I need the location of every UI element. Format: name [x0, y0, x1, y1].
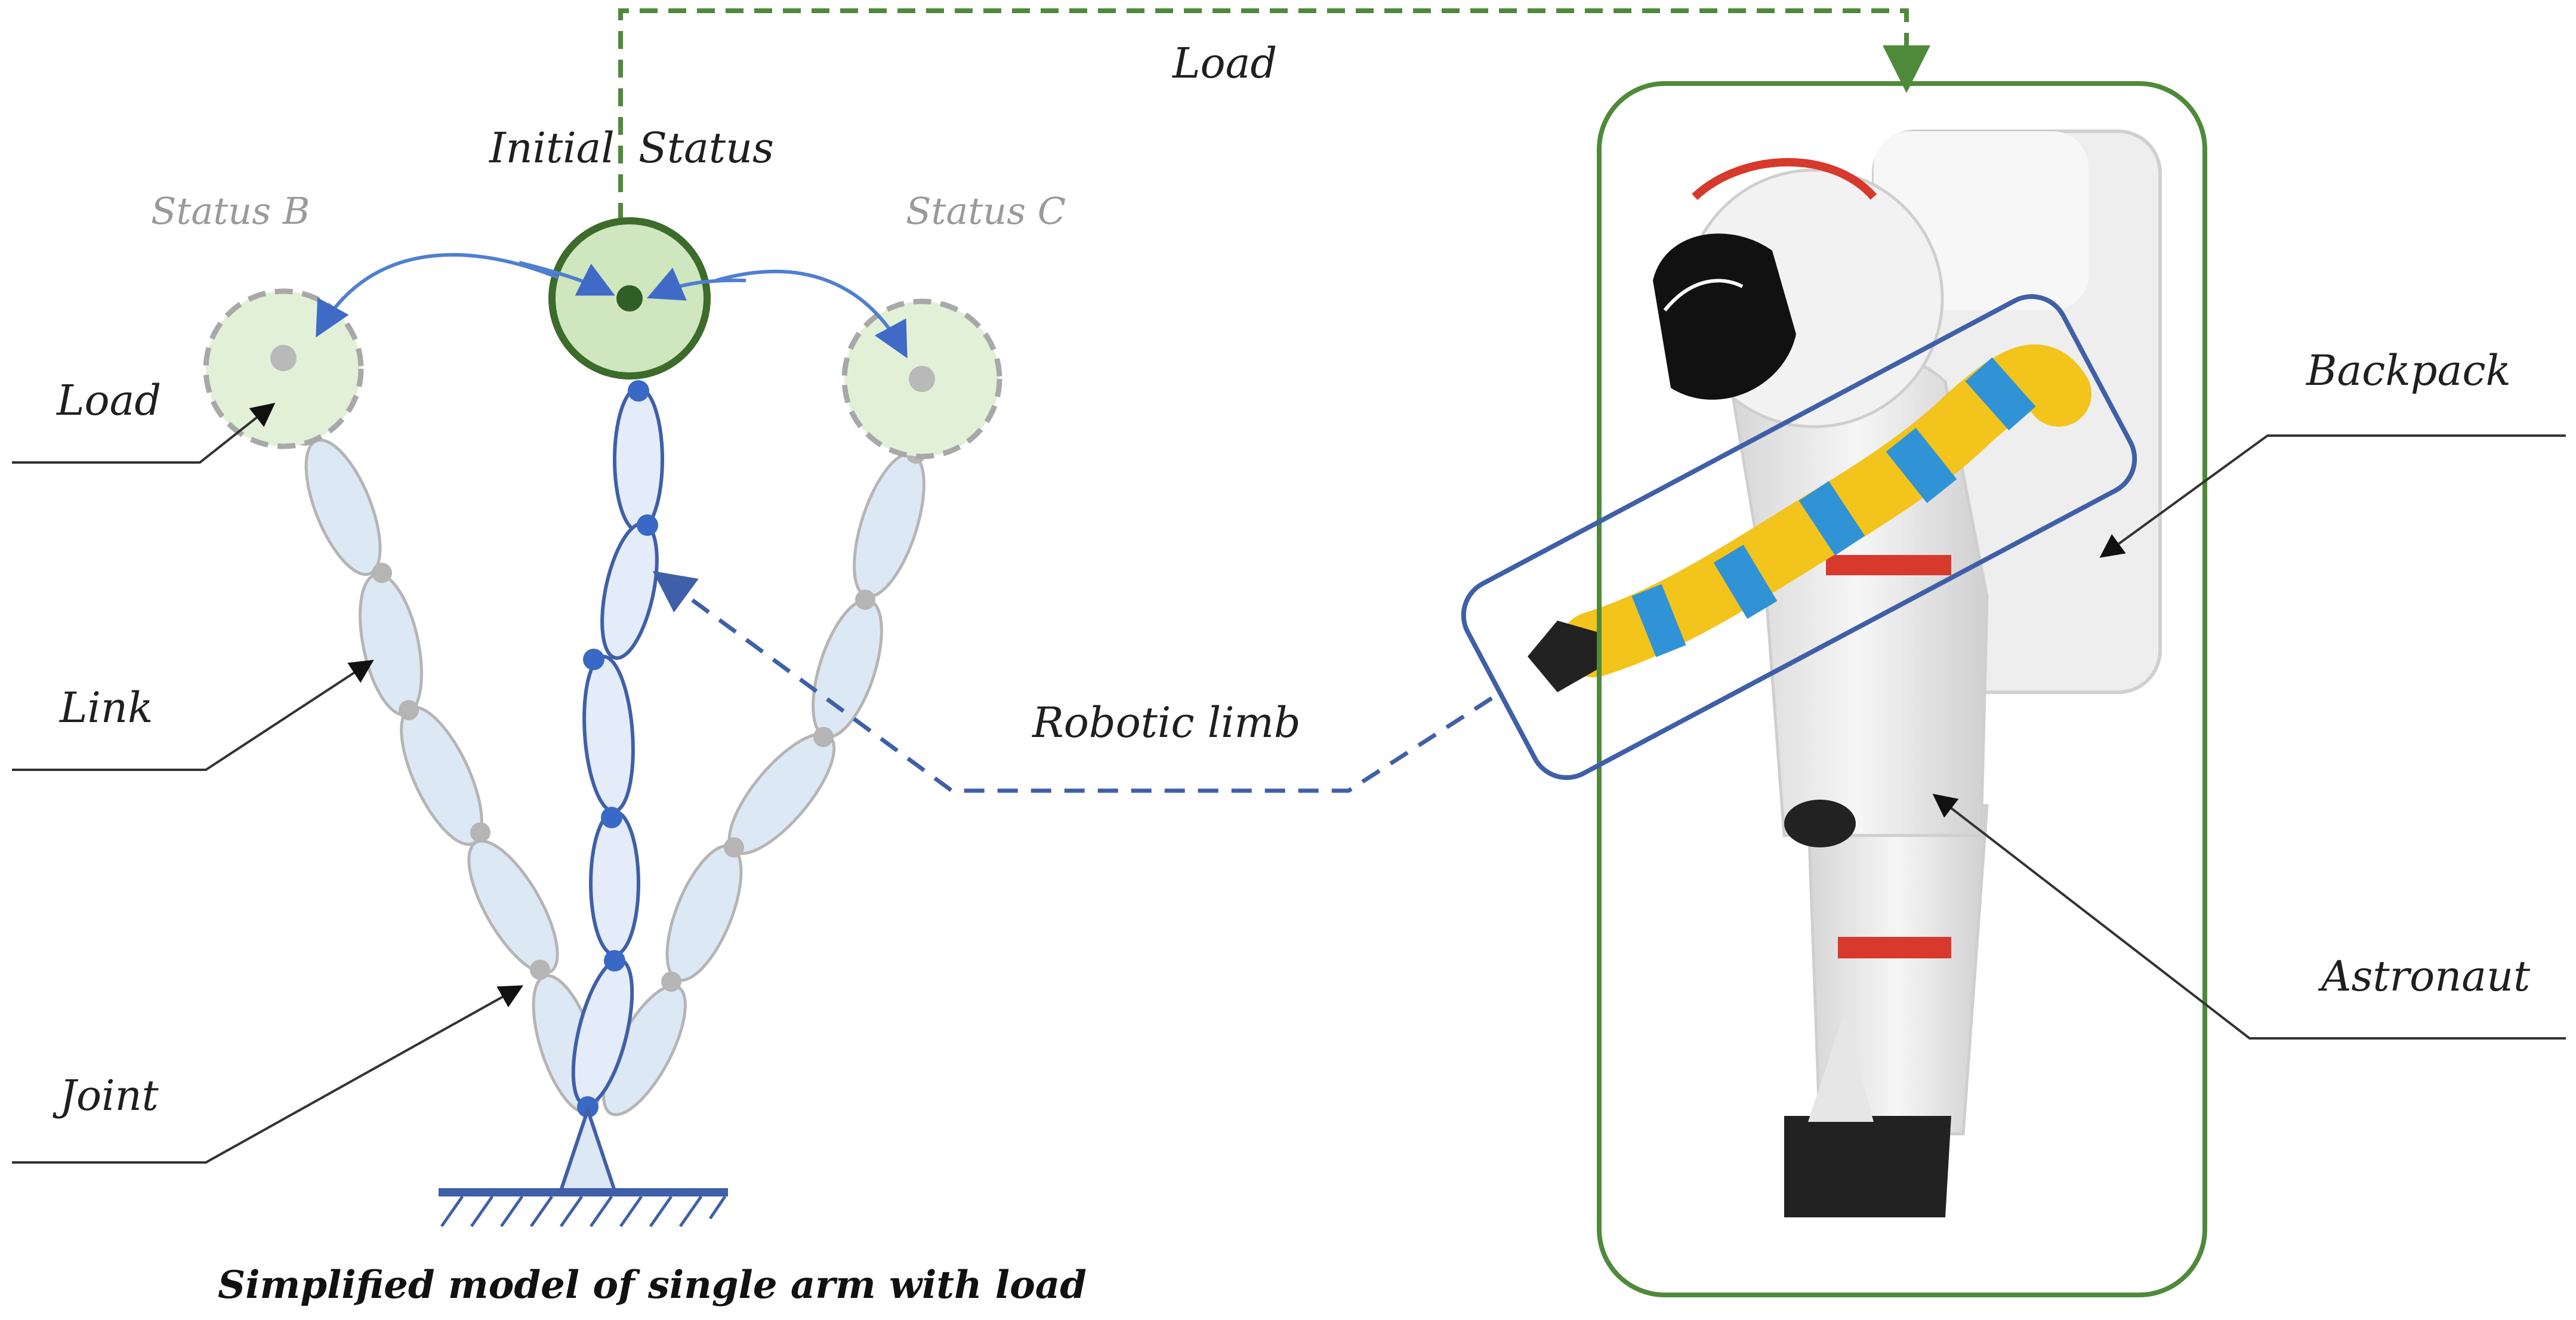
link-i-1 — [613, 386, 664, 533]
robotic-limb-frame — [1461, 294, 2137, 781]
joint-label: Joint — [53, 1071, 159, 1120]
backpack-leader — [2099, 434, 2566, 558]
link-c-1 — [853, 452, 925, 599]
robotic-limb-arm — [1528, 344, 2091, 692]
link-i-3 — [582, 655, 635, 813]
motion-arrows — [316, 253, 908, 359]
load-left-label: Load — [55, 376, 161, 425]
link-label: Link — [58, 683, 153, 732]
link-i-2 — [600, 522, 659, 660]
fixed-base — [439, 1104, 728, 1228]
astronaut-frame — [1597, 81, 2207, 1297]
link-b-1 — [304, 438, 382, 576]
astronaut-label: Astronaut — [2318, 952, 2531, 1001]
robotic-limb-connector — [652, 570, 1493, 793]
status-label: Status — [638, 124, 774, 172]
load-initial — [548, 217, 711, 380]
robotic-limb-label: Robotic limb — [1031, 698, 1301, 747]
load-top-label: Load — [1171, 39, 1277, 88]
backpack-label: Backpack — [2305, 346, 2511, 395]
load-connector — [618, 8, 1930, 221]
arm-status-b — [304, 438, 602, 1115]
link-b-2 — [359, 572, 423, 717]
link-b-4 — [467, 839, 559, 975]
link-i-4 — [589, 810, 640, 957]
link-c-4 — [665, 844, 743, 982]
load-leader — [12, 403, 276, 464]
joint-leader — [12, 985, 523, 1164]
load-status-c — [841, 298, 1002, 459]
load-status-b — [203, 288, 364, 449]
status-b-label: Status B — [151, 189, 310, 233]
figure-caption: Simplified model of single arm with load — [218, 1263, 1087, 1307]
status-c-label: Status C — [906, 189, 1066, 233]
link-leader — [12, 659, 374, 771]
link-c-2 — [812, 598, 883, 739]
astronaut-leader — [1932, 794, 2566, 1040]
astronaut-illustration — [1461, 81, 2207, 1297]
initial-label: Initial — [488, 124, 615, 172]
